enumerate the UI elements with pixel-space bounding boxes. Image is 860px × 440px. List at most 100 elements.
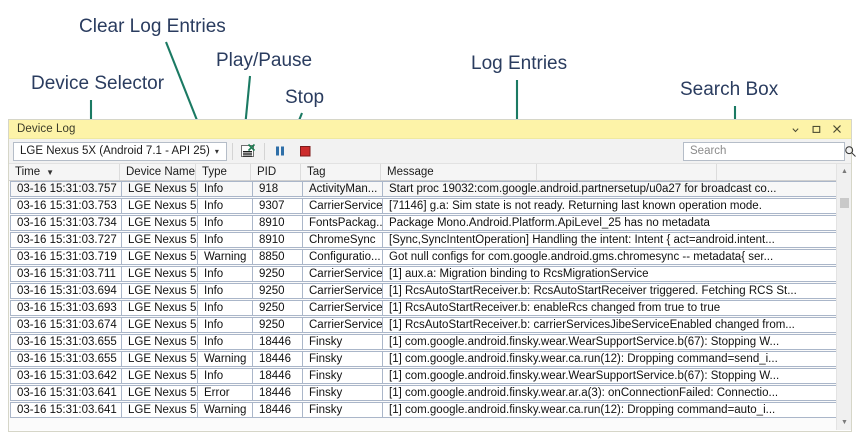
log-cell-time: 03-16 15:31:03.694 — [10, 283, 121, 299]
stop-icon — [300, 146, 311, 157]
log-cell-tag: Configuratio... — [302, 249, 382, 265]
log-cell-message: [1] com.google.android.finsky.wear.WearS… — [382, 334, 850, 350]
column-header-time[interactable]: Time ▼ — [9, 164, 120, 180]
pause-icon — [276, 146, 285, 156]
log-cell-message: [1] com.google.android.finsky.wear.ar.a(… — [382, 385, 850, 401]
clear-log-entries-button[interactable] — [238, 141, 259, 162]
log-cell-tag: Finsky — [302, 334, 382, 350]
window-buttons — [789, 123, 847, 135]
log-cell-type: Info — [197, 198, 252, 214]
pane-title: Device Log — [17, 123, 76, 135]
log-cell-device-name: LGE Nexus 5X — [121, 215, 197, 231]
log-cell-message: [1] com.google.android.finsky.wear.ca.ru… — [382, 351, 850, 367]
log-cell-pid: 18446 — [252, 402, 302, 418]
log-cell-tag: FontsPackag... — [302, 215, 382, 231]
close-icon[interactable] — [831, 123, 843, 135]
log-cell-pid: 18446 — [252, 368, 302, 384]
log-cell-time: 03-16 15:31:03.642 — [10, 368, 121, 384]
search-input[interactable] — [690, 143, 844, 159]
annotation-log-entries: Log Entries — [471, 53, 568, 74]
column-header-type[interactable]: Type — [196, 164, 251, 180]
log-cell-message: Got null configs for com.google.android.… — [382, 249, 850, 265]
log-cell-device-name: LGE Nexus 5X — [121, 368, 197, 384]
search-box[interactable] — [683, 141, 856, 161]
log-cell-device-name: LGE Nexus 5X — [121, 232, 197, 248]
column-header-message[interactable]: Message — [381, 164, 537, 180]
log-cell-message: [71146] g.a: Sim state is not ready. Ret… — [382, 198, 850, 214]
annotation-device-selector: Device Selector — [31, 73, 165, 94]
log-cell-type: Warning — [197, 249, 252, 265]
log-cell-device-name: LGE Nexus 5X — [121, 351, 197, 367]
play-pause-button[interactable] — [270, 141, 291, 162]
log-cell-message: [1] RcsAutoStartReceiver.b: carrierServi… — [382, 317, 850, 333]
column-header-tag[interactable]: Tag — [301, 164, 381, 180]
log-cell-device-name: LGE Nexus 5X — [121, 385, 197, 401]
log-cell-tag: CarrierServices — [302, 266, 382, 282]
log-cell-time: 03-16 15:31:03.727 — [10, 232, 121, 248]
log-cell-device-name: LGE Nexus 5X — [121, 283, 197, 299]
log-cell-message: [Sync,SyncIntentOperation] Handling the … — [382, 232, 850, 248]
column-header-filler-1 — [537, 164, 717, 180]
log-cell-device-name: LGE Nexus 5X — [121, 317, 197, 333]
log-entries-grid[interactable]: Time ▼ Device Name Type PID Tag Message … — [9, 164, 851, 430]
log-cell-tag: Finsky — [302, 385, 382, 401]
log-cell-time: 03-16 15:31:03.711 — [10, 266, 121, 282]
scroll-up-icon[interactable]: ▲ — [841, 168, 848, 175]
chevron-down-icon[interactable]: ▾ — [214, 146, 219, 156]
log-cell-device-name: LGE Nexus 5X — [121, 300, 197, 316]
scroll-down-icon[interactable]: ▼ — [841, 419, 848, 426]
log-cell-device-name: LGE Nexus 5X — [121, 402, 197, 418]
log-cell-device-name: LGE Nexus 5X — [121, 334, 197, 350]
toolbar-separator — [231, 142, 233, 160]
column-header-time-label: Time — [15, 166, 41, 178]
log-cell-message: [1] RcsAutoStartReceiver.b: RcsAutoStart… — [382, 283, 850, 299]
log-cell-time: 03-16 15:31:03.655 — [10, 351, 121, 367]
log-cell-type: Info — [197, 215, 252, 231]
log-cell-pid: 9250 — [252, 317, 302, 333]
log-cell-time: 03-16 15:31:03.693 — [10, 300, 121, 316]
log-cell-device-name: LGE Nexus 5X — [121, 198, 197, 214]
log-cell-tag: Finsky — [302, 402, 382, 418]
log-cell-tag: CarrierServices — [302, 300, 382, 316]
log-cell-type: Error — [197, 385, 252, 401]
column-header-device-name[interactable]: Device Name — [120, 164, 196, 180]
stop-button[interactable] — [295, 141, 316, 162]
log-cell-pid: 8850 — [252, 249, 302, 265]
log-cell-device-name: LGE Nexus 5X — [121, 181, 197, 197]
chevron-down-icon[interactable] — [789, 123, 801, 135]
log-cell-pid: 18446 — [252, 385, 302, 401]
sort-descending-icon: ▼ — [46, 167, 55, 177]
vertical-scrollbar[interactable]: ▲ ▼ — [836, 164, 851, 430]
log-cell-type: Info — [197, 368, 252, 384]
log-cell-device-name: LGE Nexus 5X — [121, 249, 197, 265]
log-cell-time: 03-16 15:31:03.757 — [10, 181, 121, 197]
log-cell-tag: CarrierServices — [302, 283, 382, 299]
search-icon[interactable] — [844, 145, 857, 158]
log-cell-type: Warning — [197, 351, 252, 367]
log-cell-time: 03-16 15:31:03.655 — [10, 334, 121, 350]
annotation-stop: Stop — [285, 87, 325, 108]
log-cell-pid: 9250 — [252, 300, 302, 316]
toolbar-separator — [263, 142, 265, 160]
column-header-pid[interactable]: PID — [251, 164, 301, 180]
scrollbar-thumb[interactable] — [840, 198, 849, 208]
maximize-icon[interactable] — [810, 123, 822, 135]
log-cell-time: 03-16 15:31:03.674 — [10, 317, 121, 333]
log-cell-tag: CarrierServices — [302, 198, 382, 214]
device-selector-dropdown[interactable]: LGE Nexus 5X (Android 7.1 - API 25) ▾ — [13, 141, 227, 161]
